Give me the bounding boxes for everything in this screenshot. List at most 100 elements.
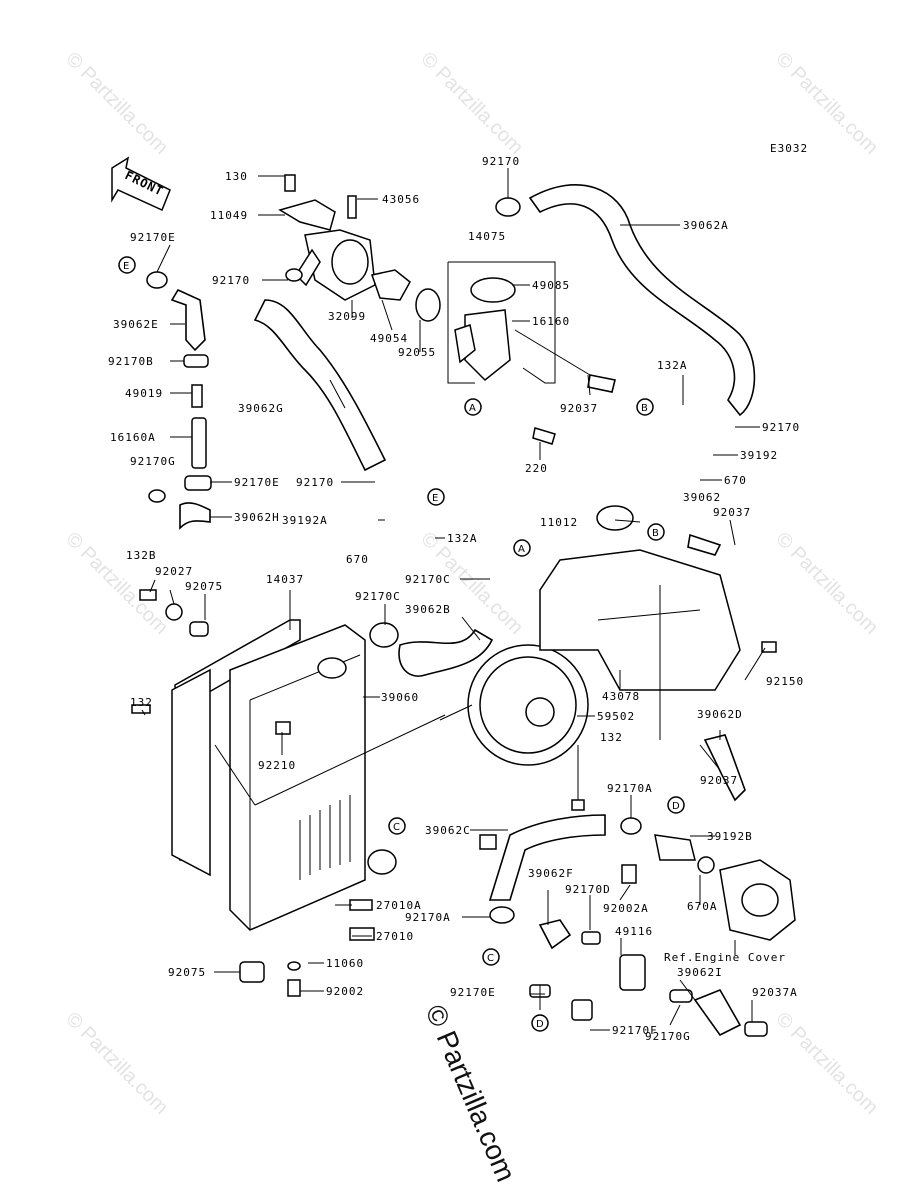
part-label[interactable]: 39062B <box>405 603 451 616</box>
part-label[interactable]: 92170B <box>108 355 154 368</box>
part-label[interactable]: 49116 <box>615 925 653 938</box>
part-label[interactable]: 132A <box>447 532 478 545</box>
part-label[interactable]: 670 <box>724 474 747 487</box>
part-label[interactable]: 39062G <box>238 402 284 415</box>
part-label[interactable]: 92170C <box>405 573 451 586</box>
part-label[interactable]: 92002A <box>603 902 649 915</box>
part-label[interactable]: 92055 <box>398 346 436 359</box>
callout-markers: E A B E A B C D C D <box>118 256 685 1032</box>
part-label[interactable]: 92170G <box>645 1030 691 1043</box>
watermark: © Partzilla.com <box>771 1008 882 1119</box>
part-label[interactable]: 39060 <box>381 691 419 704</box>
part-label[interactable]: 670A <box>687 900 718 913</box>
part-label[interactable]: 39062F <box>528 867 574 880</box>
callout-A: A <box>469 403 476 414</box>
part-label[interactable]: 92170E <box>130 231 176 244</box>
part-label[interactable]: 39062 <box>683 491 721 504</box>
part-label[interactable]: 14075 <box>468 230 506 243</box>
part-label[interactable]: 92170 <box>296 476 334 489</box>
part-label[interactable]: 49085 <box>532 279 570 292</box>
part-label[interactable]: 92170E <box>234 476 280 489</box>
callout-E: E <box>432 493 438 504</box>
part-label[interactable]: 39062I <box>677 966 723 979</box>
part-label[interactable]: 92150 <box>766 675 804 688</box>
part-label[interactable]: 92170 <box>762 421 800 434</box>
part-labels: 130 11049 43056 92170 14075 39062A 92170… <box>108 155 804 1043</box>
part-label[interactable]: 92170 <box>482 155 520 168</box>
part-label[interactable]: 59502 <box>597 710 635 723</box>
part-label[interactable]: 92170A <box>607 782 653 795</box>
part-label[interactable]: 92170C <box>355 590 401 603</box>
part-label[interactable]: 16160 <box>532 315 570 328</box>
watermark: © Partzilla.com <box>61 528 172 639</box>
part-label[interactable]: 92002 <box>326 985 364 998</box>
part-label[interactable]: 11060 <box>326 957 364 970</box>
part-label[interactable]: 27010 <box>376 930 414 943</box>
callout-B: B <box>641 403 648 414</box>
watermark: © Partzilla.com <box>61 48 172 159</box>
part-label[interactable]: 220 <box>525 462 548 475</box>
main-watermark: © Partzilla.com <box>419 1000 521 1186</box>
callout-C: C <box>393 822 400 833</box>
part-label[interactable]: 16160A <box>110 431 156 444</box>
part-label[interactable]: 92170D <box>565 883 611 896</box>
part-label[interactable]: 39192 <box>740 449 778 462</box>
part-label[interactable]: 132B <box>126 549 157 562</box>
diagram-code: E3032 <box>770 142 808 155</box>
part-label[interactable]: 39062A <box>683 219 729 232</box>
part-label[interactable]: 39192A <box>282 514 328 527</box>
thermostat-housing-group <box>278 174 591 445</box>
part-label[interactable]: 11049 <box>210 209 248 222</box>
leader-lines <box>141 168 766 1031</box>
part-label[interactable]: 39062E <box>113 318 159 331</box>
part-label[interactable]: 14037 <box>266 573 304 586</box>
part-label[interactable]: 11012 <box>540 516 578 529</box>
part-label[interactable]: 39062C <box>425 824 471 837</box>
part-label[interactable]: 132 <box>130 696 153 709</box>
part-label[interactable]: 32099 <box>328 310 366 323</box>
part-label[interactable]: 92075 <box>185 580 223 593</box>
callout-D: D <box>536 1019 544 1030</box>
part-label[interactable]: 39062H <box>234 511 280 524</box>
part-label[interactable]: 43078 <box>602 690 640 703</box>
part-label[interactable]: 39192B <box>707 830 753 843</box>
part-label[interactable]: 92037 <box>560 402 598 415</box>
watermark: © Partzilla.com <box>416 48 527 159</box>
watermark: © Partzilla.com <box>771 528 882 639</box>
part-label[interactable]: 130 <box>225 170 248 183</box>
reserve-tank-group <box>539 505 777 740</box>
part-label[interactable]: 92210 <box>258 759 296 772</box>
part-label[interactable]: 92037A <box>752 986 798 999</box>
part-label[interactable]: 92037 <box>713 506 751 519</box>
front-arrow: FRONT <box>111 156 171 212</box>
part-label[interactable]: 92170A <box>405 911 451 924</box>
radiator-group <box>131 589 399 997</box>
watermark: © Partzilla.com <box>61 1008 172 1119</box>
part-label[interactable]: 39062D <box>697 708 743 721</box>
hoses-group <box>170 183 756 1037</box>
part-label[interactable]: 670 <box>346 553 369 566</box>
part-label[interactable]: 92037 <box>700 774 738 787</box>
part-label[interactable]: 92170 <box>212 274 250 287</box>
left-parts-column <box>146 268 303 503</box>
part-label[interactable]: 49054 <box>370 332 408 345</box>
part-label[interactable]: 132A <box>657 359 688 372</box>
callout-D: D <box>672 801 680 812</box>
part-label[interactable]: 92170F <box>612 1024 658 1037</box>
water-pump-group <box>489 817 796 1037</box>
callout-C: C <box>487 953 494 964</box>
reference-note: Ref.Engine Cover <box>664 951 786 964</box>
part-label[interactable]: 132 <box>600 731 623 744</box>
part-label[interactable]: 43056 <box>382 193 420 206</box>
part-label[interactable]: 27010A <box>376 899 422 912</box>
callout-A: A <box>518 544 525 555</box>
fan-group <box>467 644 589 850</box>
part-label[interactable]: 92027 <box>155 565 193 578</box>
part-label[interactable]: 49019 <box>125 387 163 400</box>
callout-E: E <box>123 261 129 272</box>
callout-B: B <box>652 528 659 539</box>
part-label[interactable]: 92170E <box>450 986 496 999</box>
part-label[interactable]: 92075 <box>168 966 206 979</box>
part-label[interactable]: 92170G <box>130 455 176 468</box>
